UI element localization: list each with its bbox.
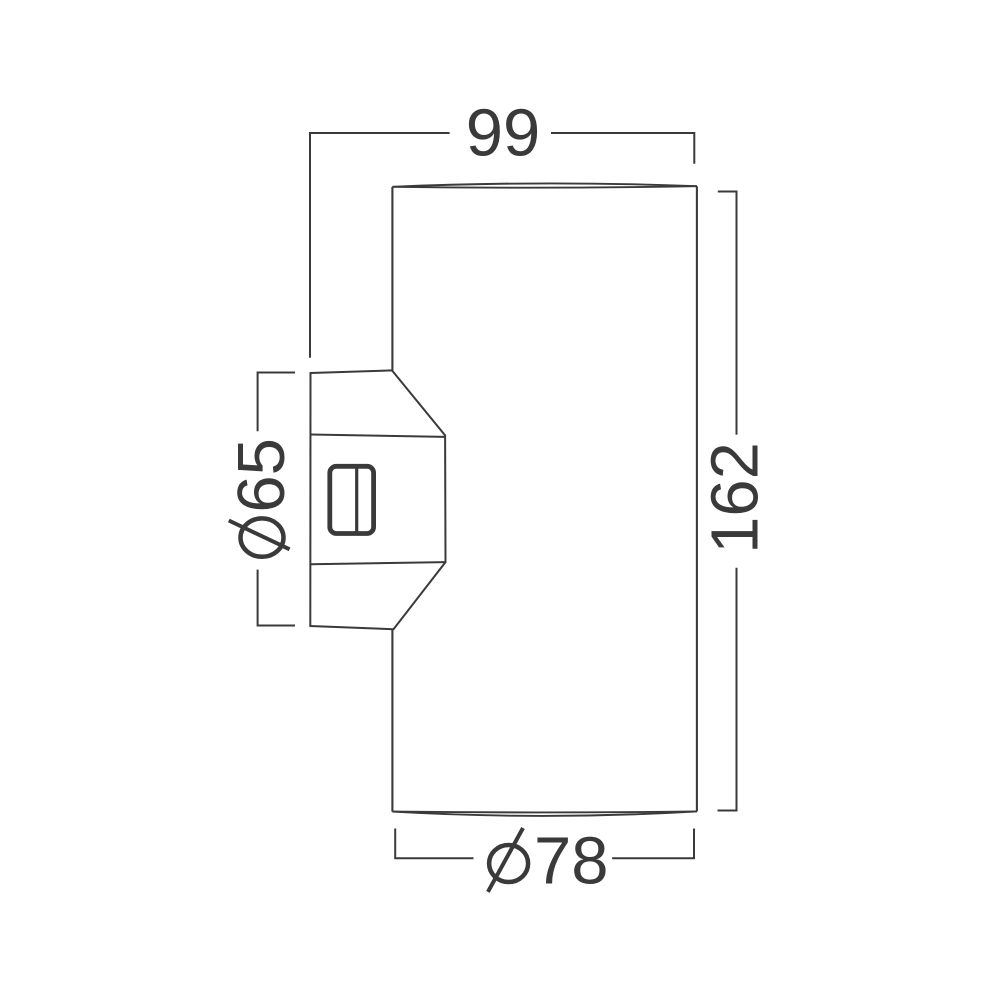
svg-text:65: 65 (224, 438, 299, 513)
svg-text:99: 99 (466, 95, 541, 170)
svg-text:78: 78 (534, 824, 609, 899)
svg-text:162: 162 (698, 442, 773, 554)
